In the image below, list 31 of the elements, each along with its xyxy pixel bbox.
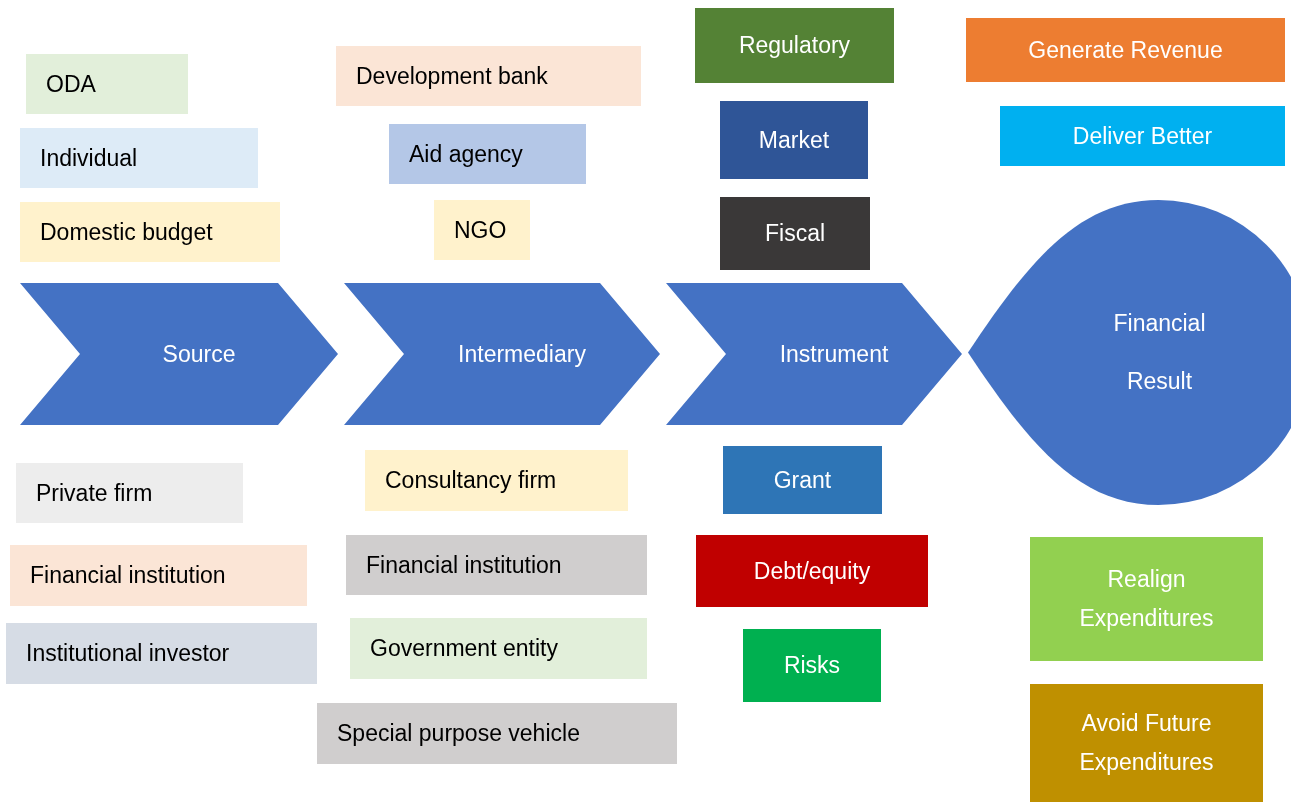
category-box: Fiscal (720, 197, 870, 270)
actor-box: Consultancy firm (365, 450, 628, 511)
stage-label: Instrument (779, 339, 889, 369)
actor-box: Government entity (350, 618, 647, 679)
result-teardrop (968, 200, 1291, 505)
actor-box: Development bank (336, 46, 641, 106)
stage-label: Intermediary (458, 339, 586, 369)
category-box: Risks (743, 629, 881, 702)
process-stage-banner (20, 283, 338, 425)
actor-box: Financial institution (10, 545, 307, 606)
actor-box: Private firm (16, 463, 243, 523)
category-box: Realign Expenditures (1030, 537, 1263, 661)
category-box: Grant (723, 446, 882, 514)
category-box: Deliver Better (1000, 106, 1285, 166)
actor-box: Aid agency (389, 124, 586, 184)
actor-box: Financial institution (346, 535, 647, 595)
actor-box: Special purpose vehicle (317, 703, 677, 764)
stage-label: Financial Result (1112, 309, 1207, 396)
category-box: Generate Revenue (966, 18, 1285, 82)
category-box: Regulatory (695, 8, 894, 83)
process-stage-banner (666, 283, 962, 425)
actor-box: Institutional investor (6, 623, 317, 684)
actor-box: Domestic budget (20, 202, 280, 262)
category-box: Debt/equity (696, 535, 928, 607)
actor-box: Individual (20, 128, 258, 188)
category-box: Avoid Future Expenditures (1030, 684, 1263, 802)
process-stage-banner (344, 283, 660, 425)
category-box: Market (720, 101, 868, 179)
actor-box: NGO (434, 200, 530, 260)
stage-label: Source (162, 339, 236, 369)
actor-box: ODA (26, 54, 188, 114)
